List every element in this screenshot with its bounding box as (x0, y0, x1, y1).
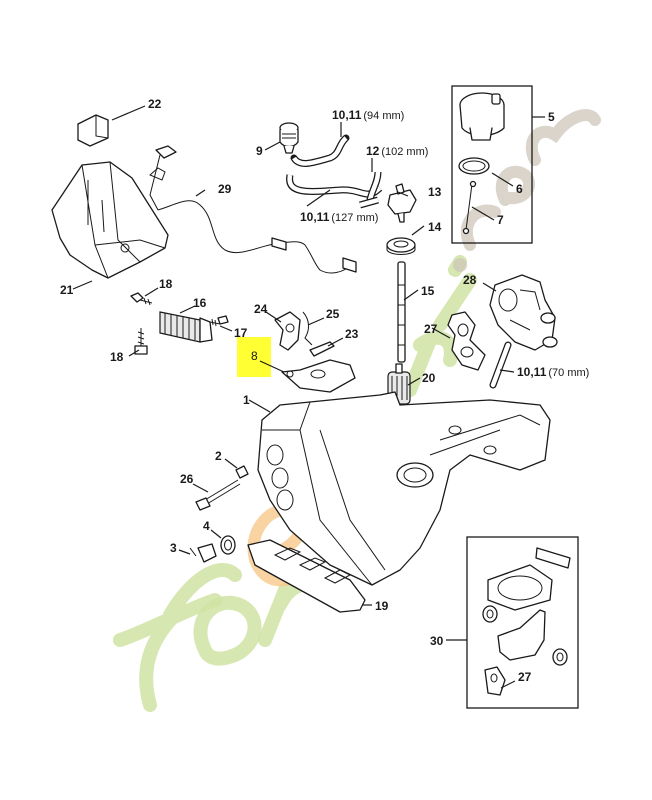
callout-22: 22 (148, 97, 162, 111)
callout-25: 25 (326, 307, 340, 321)
part-17-screw (209, 315, 229, 327)
callout-6: 6 (516, 182, 523, 196)
hoses-10-11-12 (286, 134, 383, 209)
part-18-screw-lower (134, 328, 148, 355)
part-26-bolt (195, 479, 241, 511)
part-30-gasket-set (466, 536, 579, 709)
callout-26: 26 (180, 472, 194, 486)
callout-10-11-127mm-number: 10,11 (300, 210, 330, 224)
part-9-grommet (279, 122, 299, 154)
callout-21: 21 (60, 283, 74, 297)
part-16-buffer (159, 311, 213, 343)
part-21-cover (51, 161, 169, 279)
callout-19: 19 (375, 599, 389, 613)
callout-12-number: 12 (366, 144, 380, 158)
watermark-letter-e (247, 503, 311, 587)
part-13-valve (387, 183, 417, 223)
part-4-ring (220, 535, 236, 555)
callout-30: 30 (430, 634, 444, 648)
callout-2: 2 (215, 449, 222, 463)
callout-15: 15 (421, 284, 435, 298)
part-18-screw-upper (130, 292, 153, 306)
part-5-tank-cap-assembly (451, 85, 533, 244)
part-3-spring-plug (189, 543, 217, 563)
part-14-seal (386, 237, 416, 255)
callout-16: 16 (193, 296, 207, 310)
callout-27: 27 (424, 322, 438, 336)
callout-box-5 (451, 85, 533, 244)
part-24-lever (274, 311, 301, 351)
watermark-letter-o (193, 595, 262, 666)
callout-10-11-70mm-number: 10,11 (517, 365, 547, 379)
callout-12-note: (102 mm) (381, 146, 428, 158)
callout-1: 1 (243, 393, 250, 407)
part-22-switch (77, 114, 109, 147)
callout-8: 8 (251, 349, 258, 363)
part-28-carburetor (489, 274, 558, 351)
watermark-dot (453, 258, 467, 272)
callout-10-11-70mm-note: (70 mm) (548, 367, 589, 379)
callout-12: 12(102 mm) (366, 144, 428, 158)
part-15-fuel-line (397, 261, 406, 363)
callout-5: 5 (548, 110, 555, 124)
part-8-bracket (281, 359, 356, 393)
callout-18-upper: 18 (159, 277, 173, 291)
callout-9: 9 (256, 144, 263, 158)
callout-27-gasket-set: 27 (518, 670, 532, 684)
callout-24: 24 (254, 302, 268, 316)
part-29-wire-harness (149, 145, 357, 274)
callout-10-11-70mm: 10,11(70 mm) (517, 365, 589, 379)
callout-10-11-94mm: 10,11(94 mm) (332, 108, 404, 122)
part-2-nut (235, 465, 249, 479)
callout-box-30 (466, 536, 579, 709)
hose-10-11-70mm (489, 341, 512, 389)
callout-29: 29 (218, 182, 232, 196)
leader-lines (72, 105, 545, 689)
callout-10-11-94mm-note: (94 mm) (363, 110, 404, 122)
callout-14: 14 (428, 220, 442, 234)
callout-labels: 22 29 21 9 10,11(94 mm) 12(102 mm) 10,11… (60, 97, 589, 684)
part-27-gasket (447, 311, 486, 371)
callout-7: 7 (497, 213, 504, 227)
callout-10-11-127mm: 10,11(127 mm) (300, 210, 378, 224)
callout-3: 3 (170, 541, 177, 555)
callout-18-lower: 18 (110, 350, 124, 364)
watermark-letter-f (113, 563, 242, 712)
part-1-housing (257, 391, 551, 586)
callout-13: 13 (428, 185, 442, 199)
callout-4: 4 (203, 519, 210, 533)
highlight-part-8 (237, 337, 271, 377)
callout-10-11-94mm-number: 10,11 (332, 108, 362, 122)
callout-17: 17 (234, 326, 248, 340)
callout-23: 23 (345, 327, 359, 341)
callout-10-11-127mm-note: (127 mm) (331, 212, 378, 224)
callout-28: 28 (463, 273, 477, 287)
part-25-spring (302, 311, 313, 346)
callout-20: 20 (422, 371, 436, 385)
